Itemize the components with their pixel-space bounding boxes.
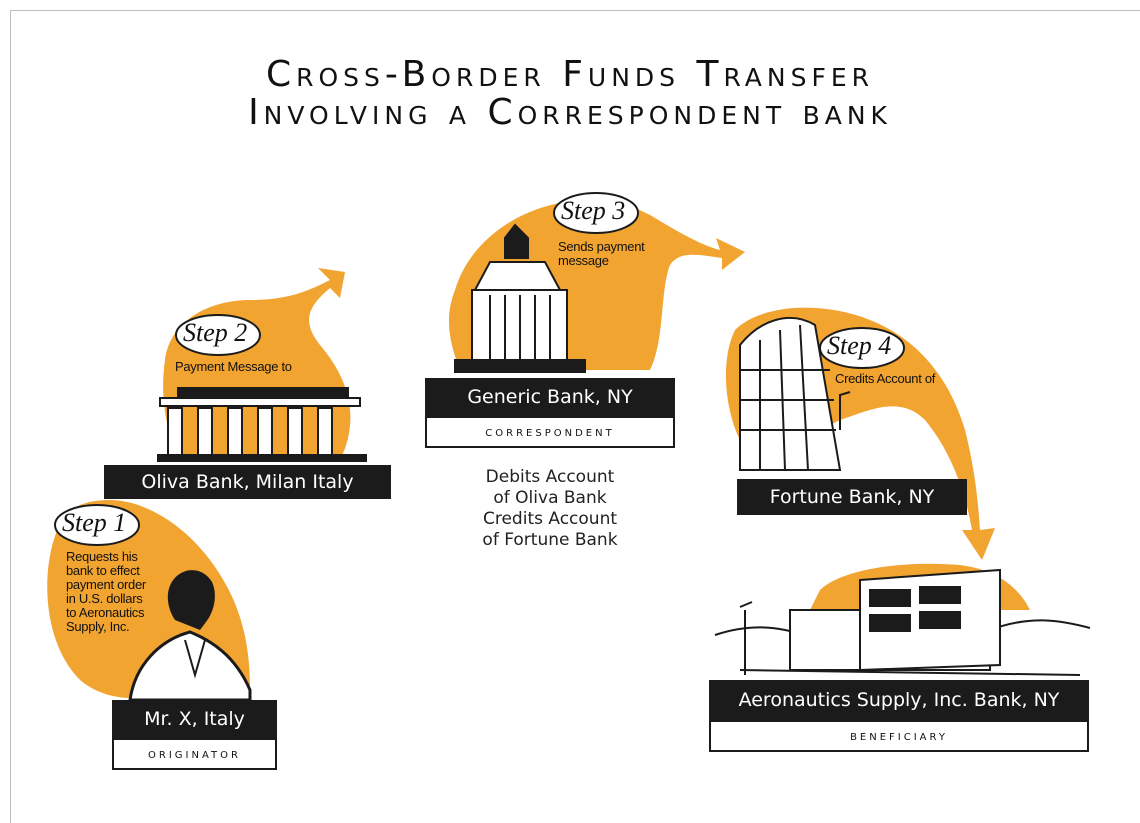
- step4-label: Step 4: [827, 331, 892, 360]
- originator-label: Mr. X, Italy: [112, 700, 277, 738]
- fortune-bank-label: Fortune Bank, NY: [737, 479, 967, 515]
- originator-role: Originator: [112, 738, 277, 770]
- step4-oval: [819, 327, 905, 369]
- step4-description: Credits Account of: [835, 371, 936, 386]
- beneficiary-role: Beneficiary: [709, 720, 1089, 752]
- correspondent-action-line: of Fortune Bank: [482, 530, 618, 550]
- correspondent-actions: Debits Account of Oliva Bank Credits Acc…: [455, 467, 645, 551]
- step2-description: Payment Message to: [175, 359, 292, 374]
- title-line-1: Cross-Border Funds Transfer: [265, 54, 875, 95]
- diagram-frame: [10, 10, 1140, 823]
- step2-label: Step 2: [183, 318, 248, 347]
- generic-bank-illustration: [454, 223, 586, 373]
- title-line-2: Involving a Correspondent bank: [248, 92, 892, 133]
- step3-label: Step 3: [561, 196, 626, 225]
- fortune-bank-illustration: [739, 316, 851, 471]
- correspondent-action-line: of Oliva Bank: [493, 488, 607, 508]
- step3-oval: [553, 192, 639, 234]
- step2-oval: [175, 314, 261, 356]
- step3-description: Sends payment message: [558, 239, 645, 268]
- step1-description: Requests his bank to effect payment orde…: [66, 549, 146, 634]
- correspondent-action-line: Debits Account: [485, 467, 615, 487]
- originator-person-illustration: [128, 570, 252, 702]
- oliva-bank-illustration: [157, 387, 367, 462]
- correspondent-action-line: Credits Account: [482, 509, 618, 529]
- generic-bank-label: Generic Bank, NY: [425, 378, 675, 416]
- beneficiary-bank-label: Aeronautics Supply, Inc. Bank, NY: [709, 680, 1089, 720]
- oliva-bank-label: Oliva Bank, Milan Italy: [104, 465, 391, 499]
- step1-label: Step 1: [62, 508, 127, 537]
- step1-oval: [54, 504, 140, 546]
- correspondent-role: Correspondent: [425, 416, 675, 448]
- beneficiary-building-illustration: [714, 568, 1091, 676]
